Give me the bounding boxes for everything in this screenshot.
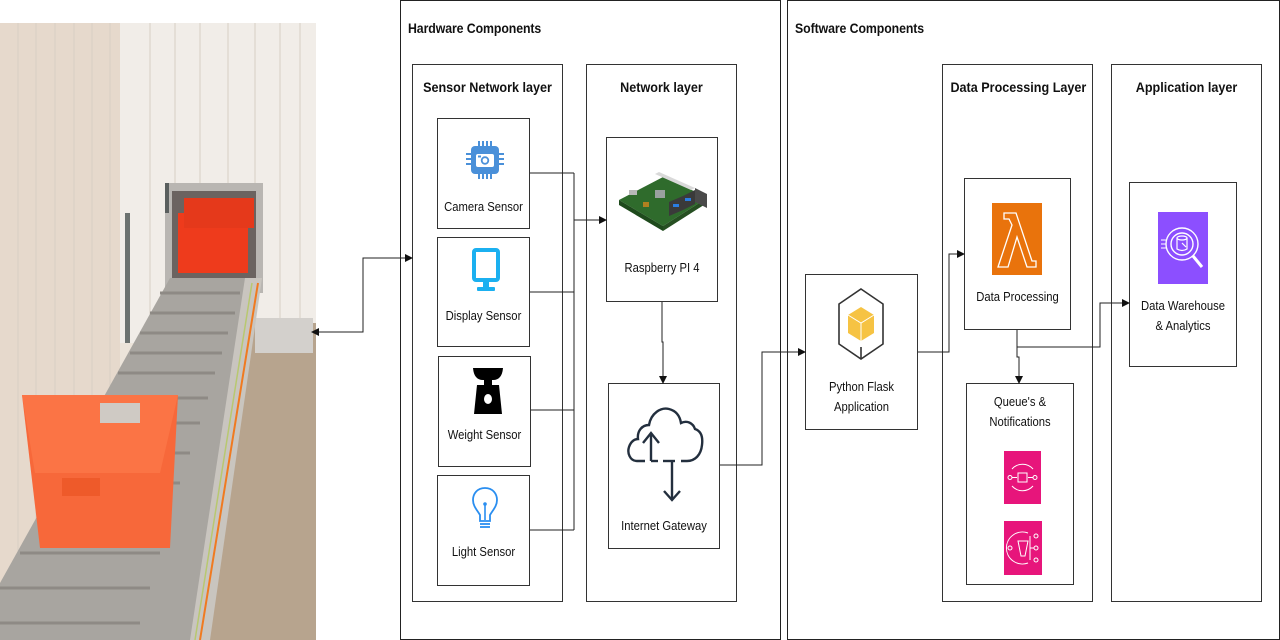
queues-label-line1: Queue's & — [993, 395, 1047, 409]
light-sensor-node[interactable]: Light Sensor — [437, 475, 530, 586]
photo-sensor-bidirectional-connector — [311, 254, 413, 336]
display-sensor-node[interactable]: Display Sensor — [437, 237, 530, 347]
data-processing-node[interactable]: Data Processing — [964, 178, 1071, 330]
data-processing-label: Data Processing — [976, 290, 1059, 304]
cloud-upload-download-icon — [627, 407, 704, 502]
scale-icon — [473, 368, 503, 414]
sensor-network-layer-title: Sensor Network layer — [423, 79, 552, 95]
display-sensor-label: Display Sensor — [445, 309, 522, 323]
data-warehouse-label-line2: & Analytics — [1155, 319, 1211, 333]
application-layer-title: Application layer — [1135, 79, 1238, 95]
weight-sensor-node[interactable]: Weight Sensor — [438, 356, 531, 467]
monitor-icon — [472, 248, 500, 291]
data-processing-layer-title: Data Processing Layer — [950, 79, 1087, 95]
lambda-icon — [992, 203, 1042, 275]
raspberry-pi-board-icon — [619, 172, 707, 231]
python-flask-label-line1: Python Flask — [828, 380, 895, 394]
queues-notifications-node[interactable]: Queue's & Notifications — [966, 383, 1074, 585]
cube-icon — [838, 288, 884, 360]
python-flask-label-line2: Application — [833, 400, 890, 414]
data-warehouse-node[interactable]: Data Warehouse & Analytics — [1129, 182, 1237, 367]
raspberry-pi-node[interactable]: Raspberry PI 4 — [606, 137, 718, 302]
lightbulb-icon — [472, 487, 498, 528]
conveyor-photo — [0, 23, 316, 640]
camera-chip-icon — [466, 141, 504, 179]
network-layer-title: Network layer — [620, 79, 703, 95]
internet-gateway-label: Internet Gateway — [621, 519, 707, 533]
notification-icon — [1004, 521, 1042, 575]
queues-label-line2: Notifications — [989, 415, 1051, 429]
raspberry-pi-label: Raspberry PI 4 — [624, 261, 700, 275]
weight-sensor-label: Weight Sensor — [447, 428, 522, 442]
camera-sensor-label: Camera Sensor — [444, 200, 523, 214]
internet-gateway-node[interactable]: Internet Gateway — [608, 383, 720, 549]
camera-sensor-node[interactable]: Camera Sensor — [437, 118, 530, 229]
data-warehouse-label-line1: Data Warehouse — [1140, 299, 1226, 313]
software-components-title: Software Components — [795, 20, 925, 36]
light-sensor-label: Light Sensor — [451, 545, 516, 559]
python-flask-node[interactable]: Python Flask Application — [805, 274, 918, 430]
queue-icon — [1004, 451, 1041, 504]
hardware-components-title: Hardware Components — [408, 20, 542, 36]
analytics-search-icon — [1158, 212, 1208, 284]
